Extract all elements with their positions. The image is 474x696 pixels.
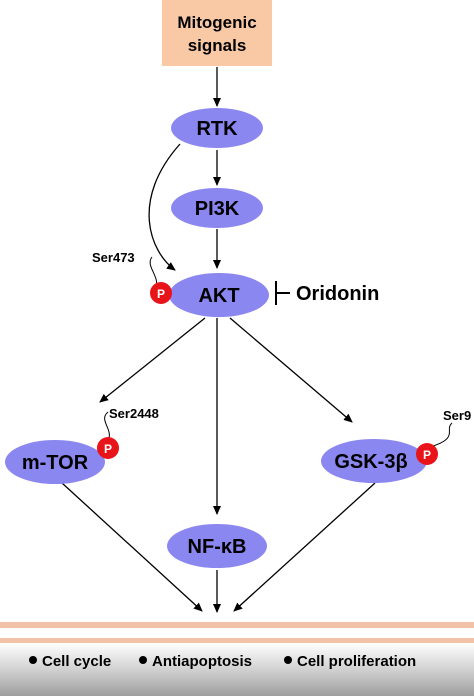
mitogenic-signals-label-line2: signals bbox=[188, 36, 247, 55]
gsk3b-phospho-circle bbox=[416, 443, 438, 465]
arrow-gsk3b-to-outcomes bbox=[233, 482, 376, 612]
akt-node bbox=[169, 273, 269, 317]
arrow-akt-to-mtor bbox=[99, 317, 206, 403]
membrane-band-mid bbox=[0, 628, 474, 638]
outcome-cell-proliferation: Cell proliferation bbox=[297, 653, 416, 670]
arrow-akt-to-gsk3b bbox=[229, 317, 353, 423]
pi3k-label: PI3K bbox=[195, 198, 240, 220]
mtor-label: m-TOR bbox=[22, 452, 89, 474]
mtor-node bbox=[5, 440, 105, 484]
oridonin-label: Oridonin bbox=[296, 283, 379, 305]
outcomes-band bbox=[0, 643, 474, 696]
rtk-node bbox=[171, 108, 263, 148]
pi3k-node bbox=[171, 188, 263, 228]
nfkb-label: NF-κB bbox=[188, 536, 247, 558]
membrane-band-lower bbox=[0, 638, 474, 643]
gsk3b-phospho-p: P bbox=[423, 448, 431, 462]
nfkb-node bbox=[167, 524, 267, 568]
akt-phospho-site-label: Ser473 bbox=[92, 250, 135, 265]
outcome-bullet-2 bbox=[139, 656, 147, 664]
outcome-cell-cycle: Cell cycle bbox=[42, 653, 111, 670]
outcome-antiapoptosis: Antiapoptosis bbox=[152, 653, 252, 670]
gsk3b-phospho-site-label: Ser9 bbox=[443, 408, 471, 423]
akt-phospho-linker bbox=[149, 256, 158, 289]
mtor-phospho-p: P bbox=[104, 442, 112, 456]
arrow-mtor-to-outcomes bbox=[61, 482, 203, 612]
mitogenic-signals-box bbox=[162, 0, 272, 66]
gsk3b-node bbox=[321, 439, 427, 483]
outcome-bullet-1 bbox=[29, 656, 37, 664]
arrow-rtk-to-akt bbox=[148, 143, 181, 271]
mtor-phospho-site-label: Ser2448 bbox=[109, 406, 159, 421]
akt-phospho-circle bbox=[150, 282, 172, 304]
membrane-band-top bbox=[0, 622, 474, 628]
mtor-phospho-circle bbox=[97, 437, 119, 459]
akt-label: AKT bbox=[198, 285, 239, 307]
gsk3b-phospho-linker bbox=[429, 422, 453, 448]
akt-phospho-p: P bbox=[157, 287, 165, 301]
rtk-label: RTK bbox=[196, 118, 238, 140]
gsk3b-label: GSK-3β bbox=[334, 451, 407, 473]
outcome-bullet-3 bbox=[284, 656, 292, 664]
mitogenic-signals-label-line1: Mitogenic bbox=[177, 13, 256, 32]
